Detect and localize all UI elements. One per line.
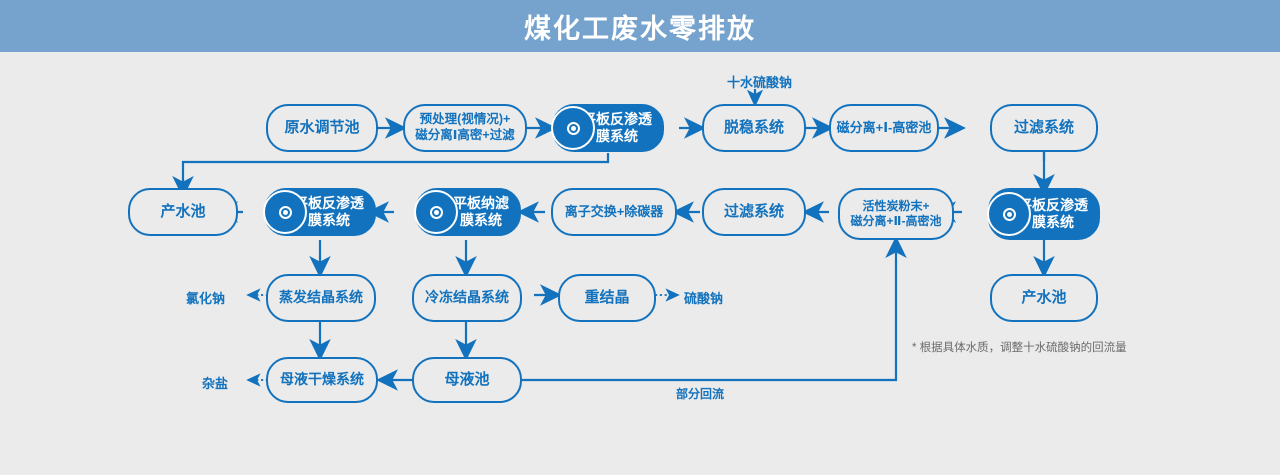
node-mother-liquor-dryer[interactable]: 母液干燥系统 bbox=[266, 357, 378, 403]
node-label: 母液干燥系统 bbox=[280, 371, 364, 388]
node-label: 过滤系统 bbox=[1013, 118, 1074, 136]
node-label: 原水调节池 bbox=[284, 118, 360, 136]
node-label: 产水池 bbox=[1021, 288, 1067, 306]
label-sodium-sulfate-decahydrate: 十水硫酸钠 bbox=[727, 75, 793, 90]
node-ro-membrane-2[interactable]: 平板反渗透 膜系统 bbox=[263, 188, 376, 236]
node-label: 母液池 bbox=[444, 370, 490, 388]
node-label: 离子交换+除碳器 bbox=[564, 203, 664, 219]
node-mag-separation-1[interactable]: 磁分离+Ⅰ-高密池 bbox=[829, 104, 939, 152]
node-freeze-crystallization[interactable]: 冷冻结晶系统 bbox=[412, 274, 522, 322]
node-label: 重结晶 bbox=[584, 288, 630, 306]
flowchart-canvas: 原水调节池 预处理(视情况)+ 磁分离Ⅰ高密+过滤 平板反渗透 膜系统 脱稳系统… bbox=[0, 52, 1280, 475]
node-label-line1: 活性炭粉末+ bbox=[862, 199, 930, 213]
node-recrystallization[interactable]: 重结晶 bbox=[558, 274, 656, 322]
node-ro-membrane-right[interactable]: 平板反渗透 膜系统 bbox=[987, 188, 1100, 240]
node-product-water-right[interactable]: 产水池 bbox=[990, 274, 1098, 322]
label-mixed-salt: 杂盐 bbox=[202, 376, 229, 391]
title-banner: 煤化工废水零排放 bbox=[0, 0, 1280, 52]
membrane-target-icon bbox=[987, 192, 1031, 236]
node-ion-exchange[interactable]: 离子交换+除碳器 bbox=[551, 188, 677, 236]
node-label-line2: 磁分离+Ⅱ-高密池 bbox=[850, 214, 942, 228]
node-label-line2: 膜系统 bbox=[596, 128, 638, 144]
node-label-line2: 膜系统 bbox=[1032, 214, 1074, 230]
node-label-line2: 膜系统 bbox=[460, 212, 502, 228]
node-label: 脱稳系统 bbox=[723, 118, 784, 136]
node-label: 蒸发结晶系统 bbox=[279, 289, 363, 306]
node-label-line2: 磁分离Ⅰ高密+过滤 bbox=[415, 128, 515, 142]
node-mother-liquor-tank[interactable]: 母液池 bbox=[412, 357, 522, 403]
node-label-line1: 平板反渗透 bbox=[294, 194, 364, 211]
node-label-line1: 平板反渗透 bbox=[1018, 196, 1088, 213]
node-label: 冷冻结晶系统 bbox=[425, 289, 509, 306]
node-label-line1: 平板纳滤 bbox=[453, 194, 509, 211]
node-pretreatment[interactable]: 预处理(视情况)+ 磁分离Ⅰ高密+过滤 bbox=[403, 104, 527, 152]
node-evaporation-crystallization[interactable]: 蒸发结晶系统 bbox=[266, 274, 376, 322]
node-ro-membrane-1[interactable]: 平板反渗透 膜系统 bbox=[551, 104, 664, 152]
connector-layer bbox=[172, 89, 1055, 391]
label-sodium-sulfate: 硫酸钠 bbox=[684, 291, 724, 306]
footnote-text: * 根据具体水质，调整十水硫酸钠的回流量 bbox=[912, 342, 1127, 354]
page-title: 煤化工废水零排放 bbox=[524, 13, 756, 44]
node-product-water-left[interactable]: 产水池 bbox=[128, 188, 238, 236]
node-label-line1: 平板反渗透 bbox=[582, 110, 652, 127]
node-label: 产水池 bbox=[160, 202, 206, 220]
node-filtration-1[interactable]: 过滤系统 bbox=[990, 104, 1098, 152]
node-label-line2: 膜系统 bbox=[308, 212, 350, 228]
node-nf-membrane[interactable]: 平板纳滤 膜系统 bbox=[414, 188, 521, 236]
node-label-line1: 预处理(视情况)+ bbox=[419, 112, 511, 127]
node-label: 磁分离+Ⅰ-高密池 bbox=[836, 119, 932, 135]
label-sodium-chloride: 氯化钠 bbox=[186, 291, 226, 306]
membrane-target-icon bbox=[263, 190, 307, 234]
node-destabilization[interactable]: 脱稳系统 bbox=[702, 104, 806, 152]
node-activated-carbon[interactable]: 活性炭粉末+ 磁分离+Ⅱ-高密池 bbox=[838, 188, 954, 240]
node-filtration-2[interactable]: 过滤系统 bbox=[702, 188, 806, 236]
node-label: 过滤系统 bbox=[723, 202, 784, 220]
label-partial-reflux: 部分回流 bbox=[676, 387, 725, 401]
node-raw-water-tank[interactable]: 原水调节池 bbox=[266, 104, 378, 152]
membrane-target-icon bbox=[551, 106, 595, 150]
membrane-target-icon bbox=[414, 190, 458, 234]
